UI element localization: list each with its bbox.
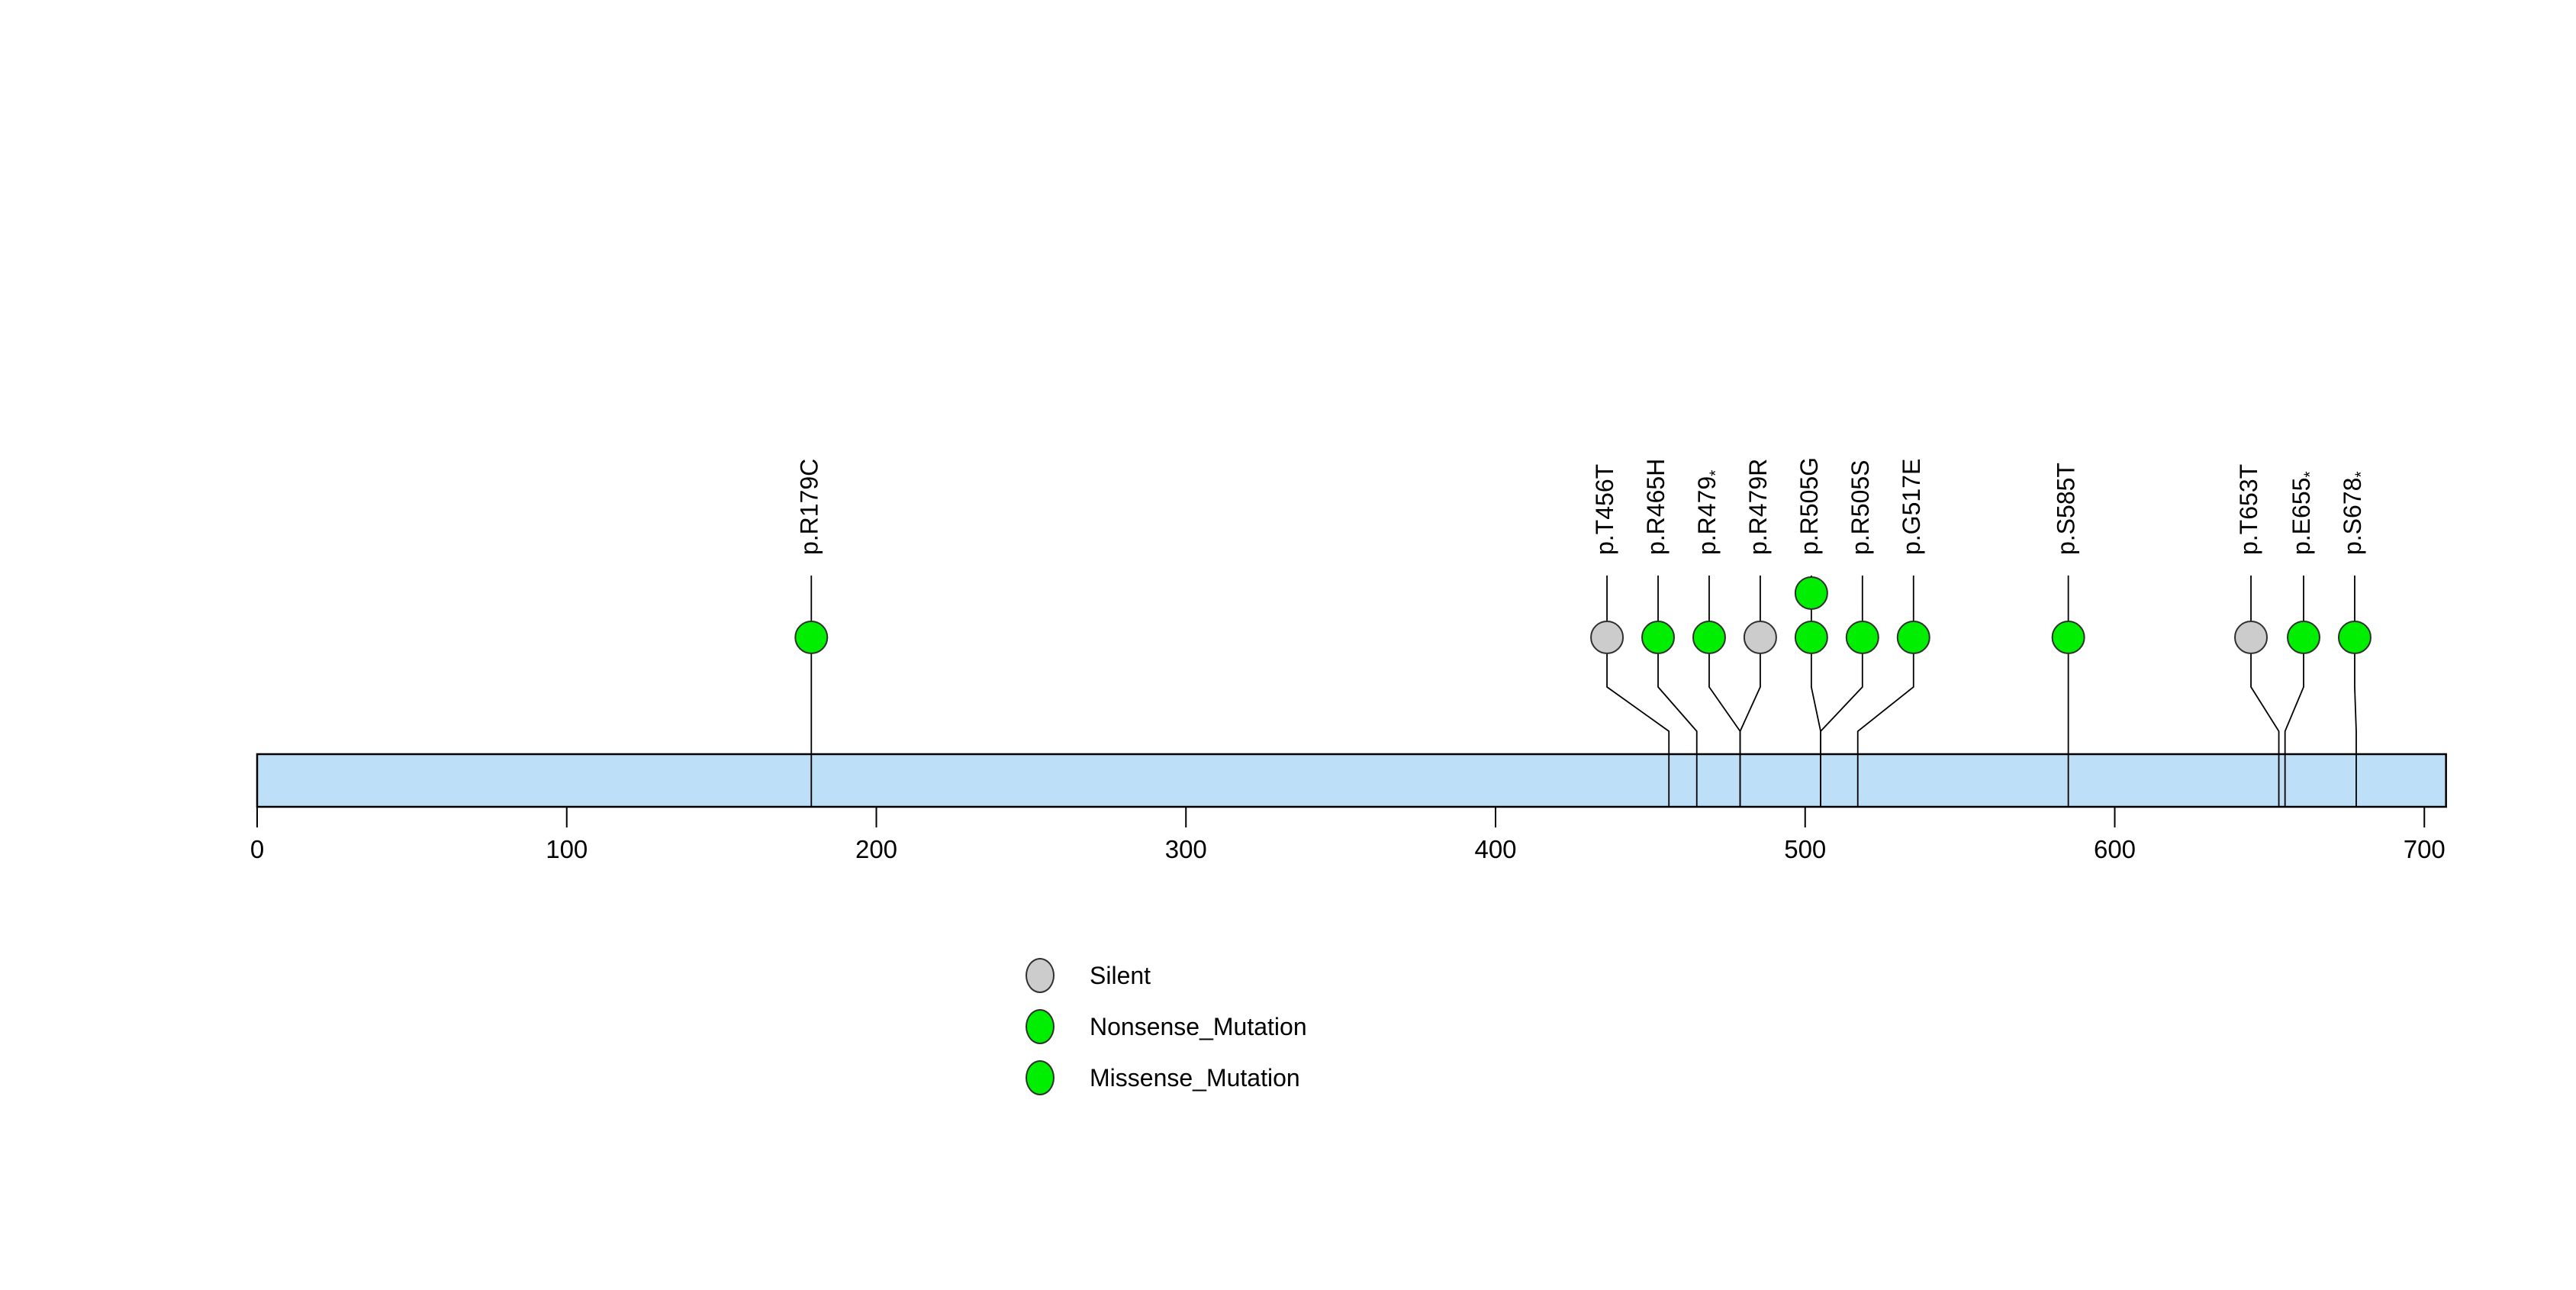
x-axis-tick-label: 500 [1784, 835, 1826, 863]
x-axis-tick-label: 300 [1165, 835, 1207, 863]
lollipop-circle [1590, 621, 1624, 654]
lollipop-circle [2337, 621, 2372, 654]
x-axis-tick-label: 200 [855, 835, 897, 863]
mutation-label: p.R465H [1642, 459, 1670, 555]
lollipop-circle [2234, 621, 2268, 654]
lollipop-circle [2051, 621, 2085, 654]
x-axis-tick-label: 100 [546, 835, 588, 863]
lollipop-circle [1641, 621, 1676, 654]
x-axis-tick-label: 600 [2094, 835, 2136, 863]
mutation-label: p.R505G [1795, 457, 1823, 555]
mutation-label: p.T456T [1592, 464, 1619, 555]
mutation-label: p.G517E [1898, 459, 1925, 555]
lollipop-circle [1794, 621, 1828, 654]
protein-bar [256, 753, 2447, 808]
mutation-label: p.E655* [2288, 471, 2318, 555]
lollipop-circle [2287, 621, 2321, 654]
lollipop-circle [794, 621, 829, 654]
lollipop-circle [1743, 621, 1777, 654]
lollipop-circle [1896, 621, 1930, 654]
mutation-label: p.R505S [1847, 460, 1874, 555]
x-axis-tick-label: 700 [2404, 835, 2446, 863]
lollipop-circle [1845, 621, 1879, 654]
mutation-label: p.R479* [1693, 470, 1724, 555]
mutation-label: p.S585T [2053, 463, 2080, 555]
mutation-label: p.T653T [2235, 464, 2262, 555]
mutation-label: p.S678* [2339, 471, 2369, 555]
lollipop-circle [1692, 621, 1726, 654]
x-axis-tick-label: 0 [250, 835, 264, 863]
lollipop-circle [1794, 576, 1828, 610]
x-axis-tick-label: 400 [1474, 835, 1516, 863]
mutation-label: p.R479R [1744, 459, 1772, 555]
mutation-label: p.R179C [796, 459, 823, 555]
